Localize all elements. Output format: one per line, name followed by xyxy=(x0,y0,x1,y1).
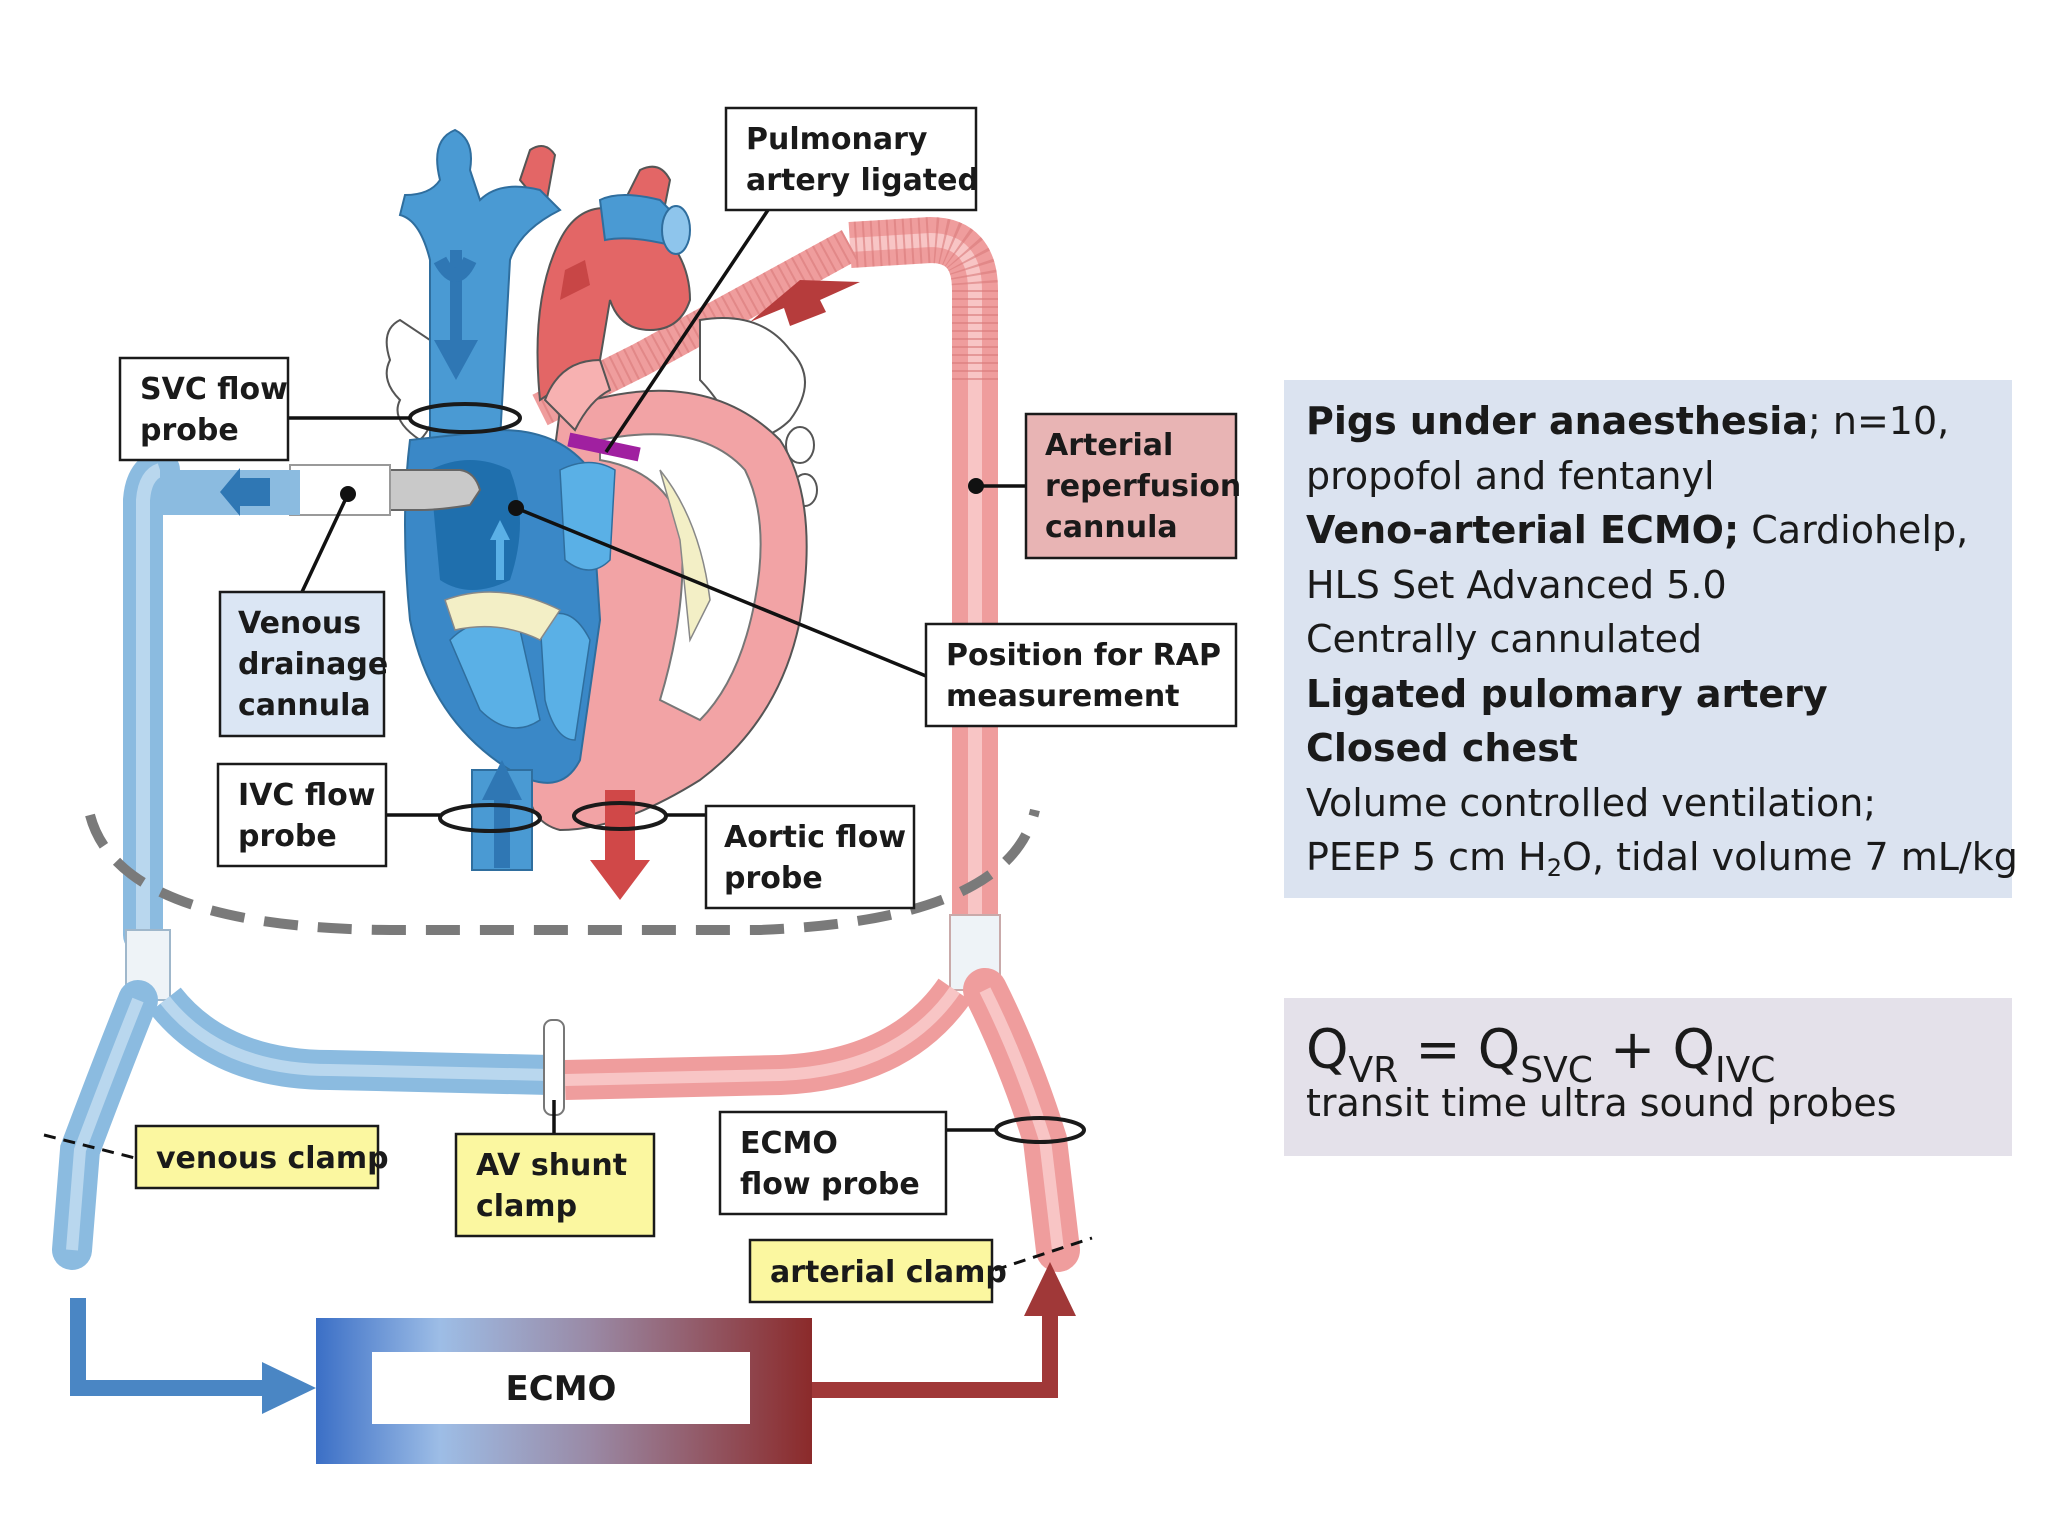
label-ivc-flow-probe: IVC flow probe xyxy=(216,762,388,868)
venous-clamp-text: venous clamp xyxy=(156,1141,389,1176)
ecmo-box-inner xyxy=(372,1352,750,1424)
info-line-9: PEEP 5 cm H2O, tidal volume 7 mL/kg xyxy=(1306,830,2018,885)
label-svc-flow-probe: SVC flow probe xyxy=(118,356,290,462)
pulmonary-ligature xyxy=(567,432,641,462)
venous-cannula-leader xyxy=(300,493,350,593)
info-anaesthesia-bold: Pigs under anaesthesia xyxy=(1306,399,1808,443)
rap-leader xyxy=(515,506,927,678)
pulmonary-line-2: artery ligated xyxy=(746,163,979,198)
info-device: Cardiohelp, xyxy=(1739,508,1969,552)
svc-line-2: probe xyxy=(140,413,239,448)
arterial-line-2: reperfusion xyxy=(1045,469,1241,504)
venous-line-2: drainage xyxy=(238,647,388,682)
info-ecmo-bold: Veno-arterial ECMO; xyxy=(1306,508,1740,552)
chest-boundary xyxy=(85,808,1040,935)
venous-cannula-dot xyxy=(340,486,356,502)
label-pulmonary-artery: Pulmonary artery ligated xyxy=(724,106,979,212)
venous-return-arrow xyxy=(70,1298,270,1396)
pulmonary-leader xyxy=(604,209,770,453)
rap-dot xyxy=(508,500,524,516)
heart-illustration xyxy=(160,128,818,900)
label-av-shunt-clamp: AV shunt clamp xyxy=(454,1132,656,1238)
info-closed-chest-bold: Closed chest xyxy=(1306,726,1578,770)
arterial-line-1: Arterial xyxy=(1045,428,1173,463)
venous-clamp-line xyxy=(43,1133,136,1160)
label-venous-clamp: venous clamp xyxy=(134,1124,389,1190)
info-h2o-sub: 2 xyxy=(1546,854,1563,882)
info-line-6: Ligated pulomary artery xyxy=(1306,667,1996,722)
info-line-8: Volume controlled ventilation; xyxy=(1306,780,1877,825)
arterial-line-3: cannula xyxy=(1045,510,1178,545)
arterial-cannula-dot xyxy=(968,478,984,494)
arterial-clamp-line xyxy=(994,1236,1093,1272)
arterial-flow-arrow xyxy=(750,280,860,326)
ecmo-probe-line-2: flow probe xyxy=(740,1167,920,1202)
info-line-1: Pigs under anaesthesia; n=10, xyxy=(1306,394,1996,449)
aortic-line-1: Aortic flow xyxy=(724,820,906,855)
label-venous-drainage-cannula: Venous drainage cannula xyxy=(218,590,388,738)
ecmo-unit: ECMO xyxy=(70,1262,1076,1464)
ecmo-label: ECMO xyxy=(506,1369,617,1409)
info-line-4: HLS Set Advanced 5.0 xyxy=(1306,562,1727,607)
label-arterial-clamp: arterial clamp xyxy=(748,1238,1007,1304)
arterial-return-arrow xyxy=(812,1300,1058,1398)
info-line-5: Centrally cannulated xyxy=(1306,617,1703,661)
info-line-7: Closed chest xyxy=(1306,721,1996,776)
formula-panel: QVR = QSVC + QIVC transit time ultra sou… xyxy=(1284,998,2012,1156)
rap-line-2: measurement xyxy=(946,679,1180,714)
label-aortic-flow-probe: Aortic flow probe xyxy=(704,804,916,910)
ivc-flow-probe-ring xyxy=(438,803,542,833)
aortic-line-2: probe xyxy=(724,861,823,896)
venous-line-3: cannula xyxy=(238,688,371,723)
ivc-line-1: IVC flow xyxy=(238,778,375,813)
label-rap-position: Position for RAP measurement xyxy=(924,622,1238,728)
info-line-3: Veno-arterial ECMO; Cardiohelp, xyxy=(1306,503,1996,558)
venous-return-formula: QVR = QSVC + QIVC xyxy=(1306,1018,1776,1091)
av-shunt-line-2: clamp xyxy=(476,1189,577,1224)
svc-line-1: SVC flow xyxy=(140,372,288,407)
label-arterial-reperfusion-cannula: Arterial reperfusion cannula xyxy=(1024,412,1241,560)
av-shunt-line-1: AV shunt xyxy=(476,1148,627,1183)
ivc-line-2: probe xyxy=(238,819,337,854)
info-tidal-volume: O, tidal volume 7 mL/kg xyxy=(1562,835,2018,879)
venous-line-1: Venous xyxy=(238,606,361,641)
info-peep: PEEP 5 cm H xyxy=(1306,835,1547,879)
info-n-count: ; n=10, xyxy=(1807,399,1950,443)
pulmonary-line-1: Pulmonary xyxy=(746,122,928,157)
info-ligated-bold: Ligated pulomary artery xyxy=(1306,671,1828,716)
arterial-clamp-text: arterial clamp xyxy=(770,1255,1007,1290)
venous-tubing xyxy=(52,450,551,1270)
info-line-2: propofol and fentanyl xyxy=(1306,453,1715,498)
formula-caption: transit time ultra sound probes xyxy=(1306,1081,1897,1125)
ecmo-probe-line-1: ECMO xyxy=(740,1126,838,1161)
study-info-panel: Pigs under anaesthesia; n=10, propofol a… xyxy=(1284,380,2018,898)
label-ecmo-flow-probe: ECMO flow probe xyxy=(718,1110,948,1216)
rap-line-1: Position for RAP xyxy=(946,638,1221,673)
